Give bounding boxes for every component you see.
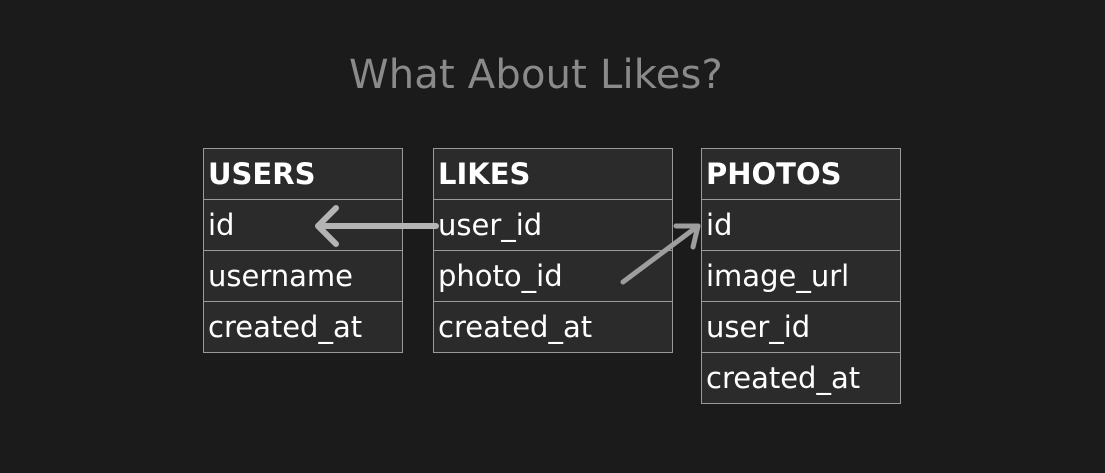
likes-field-user-id: user_id [433,199,673,251]
slide-title: What About Likes? [348,52,723,98]
likes-table-header: LIKES [433,148,673,200]
photos-table: PHOTOS id image_url user_id created_at [701,148,901,404]
photos-field-created-at: created_at [701,352,901,404]
photos-table-header: PHOTOS [701,148,901,200]
likes-table: LIKES user_id photo_id created_at [433,148,673,353]
users-table: USERS id username created_at [203,148,403,353]
photos-field-user-id: user_id [701,301,901,353]
photos-field-image-url: image_url [701,250,901,302]
users-table-header: USERS [203,148,403,200]
likes-field-created-at: created_at [433,301,673,353]
users-field-id: id [203,199,403,251]
photos-field-id: id [701,199,901,251]
users-field-created-at: created_at [203,301,403,353]
likes-field-photo-id: photo_id [433,250,673,302]
users-field-username: username [203,250,403,302]
